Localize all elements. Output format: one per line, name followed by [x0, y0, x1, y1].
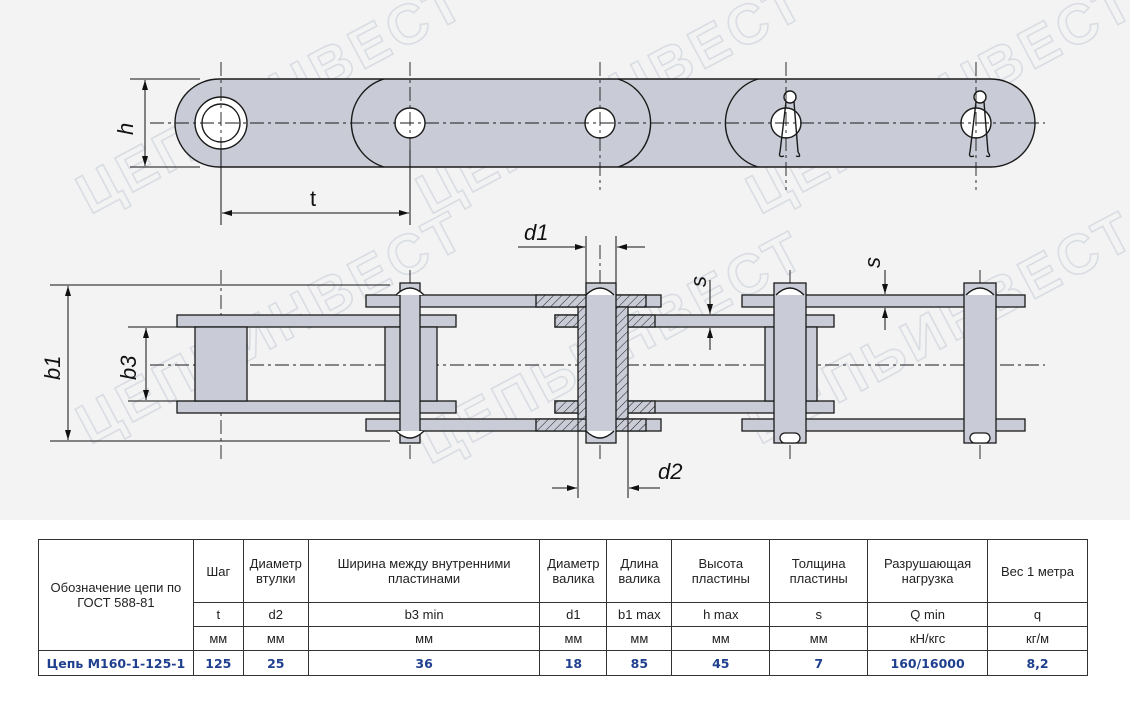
outer-plate — [741, 294, 1026, 308]
dim-h-label: h — [113, 123, 138, 135]
table-header-row: Обозначение цепи по ГОСТ 588-81 Шаг Диам… — [38, 539, 1088, 651]
spec-table: Обозначение цепи по ГОСТ 588-81 Шаг Диам… — [38, 539, 1088, 676]
table-data-cell: 8,2 — [987, 650, 1088, 676]
dim-t — [220, 150, 411, 225]
table-data-cell: 7 — [769, 650, 869, 676]
drawing-area: ЦЕПЬИНВЕСТ ЦЕПЬИНВЕСТ ЦЕПЬИНВЕСТ ЦЕПЬИНВ… — [0, 0, 1130, 520]
inner-plate — [176, 314, 457, 328]
dim-d1-label: d1 — [524, 220, 548, 245]
table-header-cell: Диаметр втулки — [242, 539, 309, 603]
section-pin — [585, 282, 617, 444]
table-data-cell: 18 — [539, 650, 608, 676]
cotter-slot — [779, 432, 801, 444]
dim-s-label: s — [860, 257, 885, 268]
table-data-cell: 25 — [242, 650, 309, 676]
table-symbol-row: t d2 b3 min d1 b1 max h max s Q min q — [39, 602, 1088, 627]
table-symbol-cell: h max — [671, 602, 771, 627]
table-unit-cell: кН/кгс — [867, 626, 989, 651]
table-header-cell: Вес 1 метра — [987, 539, 1088, 603]
table-header-cell: Длина валика — [606, 539, 673, 603]
table-unit-cell: мм — [242, 626, 309, 651]
chain-name-cell: Цепь М160-1-125-1 — [38, 650, 194, 676]
table-unit-cell: мм — [192, 626, 244, 651]
bushing — [194, 326, 248, 402]
table-header-cell: Обозначение цепи по ГОСТ 588-81 — [38, 539, 194, 651]
table-data-cell: 45 — [671, 650, 771, 676]
pin-head — [585, 430, 615, 439]
pin-head — [395, 287, 425, 296]
dim-d2 — [552, 420, 660, 498]
table-data-cell: 36 — [307, 650, 541, 676]
side-view — [176, 282, 1026, 444]
table-unit-cell: мм — [307, 626, 541, 651]
pin — [773, 282, 807, 444]
table-symbol-cell: Q min — [867, 602, 989, 627]
table-data-cell: 85 — [606, 650, 673, 676]
table-unit-row: мм мм мм мм мм мм мм кН/кгс кг/м — [39, 626, 1088, 651]
cotter-pin — [778, 90, 801, 158]
table-unit-cell: мм — [539, 626, 608, 651]
dim-h — [130, 78, 200, 168]
table-data-cell: 125 — [192, 650, 244, 676]
table-unit-cell: мм — [769, 626, 869, 651]
pin-head — [585, 287, 615, 296]
dim-d1 — [518, 236, 645, 290]
pin-head — [965, 287, 995, 296]
table-symbol-cell: d2 — [242, 602, 309, 627]
pin-head — [775, 287, 805, 296]
cotter-slot — [969, 432, 991, 444]
table-symbol-cell: s — [769, 602, 869, 627]
table-symbol-cell: d1 — [539, 602, 608, 627]
table-unit-cell: кг/м — [987, 626, 1088, 651]
dim-t-label: t — [310, 186, 316, 211]
table-data-cell: 160/16000 — [867, 650, 989, 676]
inner-plate — [176, 400, 457, 414]
table-header-cell: Диаметр валика — [539, 539, 608, 603]
table-unit-cell: мм — [606, 626, 673, 651]
dim-s-label: s — [686, 276, 711, 287]
table-symbol-cell: q — [987, 602, 1088, 627]
table-header-cell: Разрушающая нагрузка — [867, 539, 989, 603]
table-header-cell: Шаг — [192, 539, 244, 603]
table-data-row: Цепь М160-1-125-1 125 25 36 18 85 45 7 1… — [38, 650, 1088, 676]
table-header-cell: Ширина между внутренними пластинами — [307, 539, 541, 603]
table-header-cell: Высота пластины — [671, 539, 771, 603]
outer-plate — [741, 418, 1026, 432]
table-unit-cell: мм — [671, 626, 771, 651]
table-symbol-cell: b3 min — [307, 602, 541, 627]
dim-b3 — [128, 326, 200, 402]
table-symbol-cell: t — [192, 602, 244, 627]
table-symbol-cell: b1 max — [606, 602, 673, 627]
pin — [399, 282, 421, 444]
dim-b1 — [50, 284, 390, 442]
pin — [963, 282, 997, 444]
dim-b3-label: b3 — [116, 355, 141, 380]
cotter-pin — [968, 90, 991, 158]
dim-d2-label: d2 — [658, 459, 682, 484]
pin-head — [395, 430, 425, 439]
dim-b1-label: b1 — [40, 356, 65, 380]
table-header-cell: Толщина пластины — [769, 539, 869, 603]
chain-drawing: ЦЕПЬИНВЕСТ ЦЕПЬИНВЕСТ ЦЕПЬИНВЕСТ ЦЕПЬИНВ… — [40, 0, 1130, 498]
dim-s — [707, 270, 888, 350]
